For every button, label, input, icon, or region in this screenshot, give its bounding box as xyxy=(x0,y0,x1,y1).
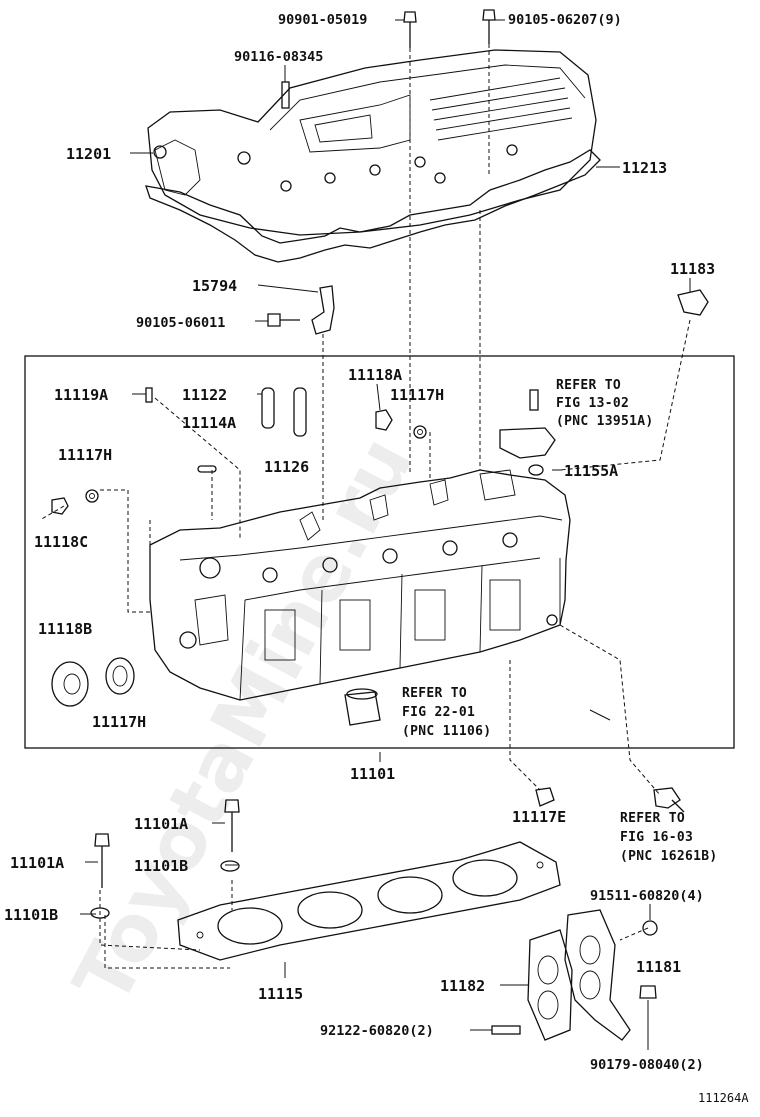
bolt-90105-06011-icon[interactable] xyxy=(267,313,300,327)
label-11101A-left: 11101A xyxy=(10,854,64,872)
label-11101: 11101 xyxy=(350,765,395,783)
label-11101B-left: 11101B xyxy=(4,906,58,924)
ref-fig16-line1: REFER TO xyxy=(620,811,685,826)
label-11117H-left: 11117H xyxy=(58,446,112,464)
label-11122: 11122 xyxy=(182,386,227,404)
washer-11101B-upper-icon[interactable] xyxy=(220,860,240,872)
label-90901-05019: 90901-05019 xyxy=(278,12,367,28)
cap-refer-22-01-icon[interactable] xyxy=(344,688,381,726)
ref-fig13-line2: FIG 13-02 xyxy=(556,396,629,411)
ref-fig13-line1: REFER TO xyxy=(556,378,621,393)
label-11118A: 11118A xyxy=(348,366,402,384)
guide-11122-icon[interactable] xyxy=(261,387,275,429)
pin-11119A-icon[interactable] xyxy=(145,387,153,403)
cap-11183-icon[interactable] xyxy=(677,289,709,316)
bracket-15794-icon[interactable] xyxy=(311,285,335,335)
label-11117H-top: 11117H xyxy=(390,386,444,404)
label-92122-60820: 92122-60820(2) xyxy=(320,1023,434,1039)
label-90105-06011: 90105-06011 xyxy=(136,315,225,331)
plug-11118B-icon[interactable] xyxy=(51,661,89,707)
ref-fig22-line1: REFER TO xyxy=(402,686,467,701)
label-11101B-upper: 11101B xyxy=(134,857,188,875)
label-11201: 11201 xyxy=(66,145,111,163)
ref-fig22-line3: (PNC 11106) xyxy=(402,724,491,739)
label-11213: 11213 xyxy=(622,159,667,177)
washer-91511-60820-icon[interactable] xyxy=(642,920,658,936)
label-11101A-upper: 11101A xyxy=(134,815,188,833)
bolt-90179-08040-icon[interactable] xyxy=(639,985,657,999)
sensor-refer-16-03-icon[interactable] xyxy=(653,787,685,813)
ref-fig16-line3: (PNC 16261B) xyxy=(620,849,718,864)
cover-11181[interactable] xyxy=(564,909,631,1041)
head-gasket-11115[interactable] xyxy=(177,841,561,961)
gasket-11182[interactable] xyxy=(527,929,573,1041)
label-11117E: 11117E xyxy=(512,808,566,826)
label-11114A: 11114A xyxy=(182,414,236,432)
label-11126: 11126 xyxy=(264,458,309,476)
gasket-11117H-top-icon[interactable] xyxy=(413,425,427,439)
label-11115: 11115 xyxy=(258,985,303,1003)
plug-11118A-icon[interactable] xyxy=(375,409,393,431)
label-11118B: 11118B xyxy=(38,620,92,638)
leader-lines xyxy=(39,19,691,1050)
plug-11117E-icon[interactable] xyxy=(535,787,555,807)
label-11119A: 11119A xyxy=(54,386,108,404)
label-90179-08040: 90179-08040(2) xyxy=(590,1057,704,1073)
plug-11118C-icon[interactable] xyxy=(51,497,69,515)
gasket-11155A-icon[interactable] xyxy=(528,464,544,476)
gasket-11117H-bottom-icon[interactable] xyxy=(105,657,135,695)
ref-fig13-line3: (PNC 13951A) xyxy=(556,414,654,429)
head-bolt-11101A-left-icon[interactable] xyxy=(94,833,110,888)
label-11155A: 11155A xyxy=(564,462,618,480)
valve-cover-assembly[interactable] xyxy=(145,49,601,263)
label-11118C: 11118C xyxy=(34,533,88,551)
bolt-90901-05019-icon[interactable] xyxy=(403,11,417,48)
label-11117H-bottom: 11117H xyxy=(92,713,146,731)
head-bolt-11101A-upper-icon[interactable] xyxy=(224,799,240,852)
diagram-code: 111264A xyxy=(698,1091,749,1105)
label-90105-06207: 90105-06207(9) xyxy=(508,12,622,28)
label-11182: 11182 xyxy=(440,977,485,995)
cylinder-head-group-box xyxy=(24,355,735,749)
guide-11126-icon[interactable] xyxy=(293,387,307,437)
label-91511-60820: 91511-60820(4) xyxy=(590,888,704,904)
label-11181: 11181 xyxy=(636,958,681,976)
label-15794: 15794 xyxy=(192,277,237,295)
bracket-refer-13-02-icon[interactable] xyxy=(499,389,556,459)
washer-11101B-left-icon[interactable] xyxy=(90,907,110,919)
label-90116-08345: 90116-08345 xyxy=(234,49,323,65)
ref-fig16-line2: FIG 16-03 xyxy=(620,830,693,845)
pin-11114A-icon[interactable] xyxy=(197,465,217,473)
bolt-90105-06207-icon[interactable] xyxy=(482,9,496,44)
cylinder-head-11101[interactable] xyxy=(149,469,571,701)
label-11183: 11183 xyxy=(670,260,715,278)
stud-92122-60820-icon[interactable] xyxy=(491,1025,521,1035)
gasket-11117H-left-icon[interactable] xyxy=(85,489,99,503)
ref-fig22-line2: FIG 22-01 xyxy=(402,705,475,720)
